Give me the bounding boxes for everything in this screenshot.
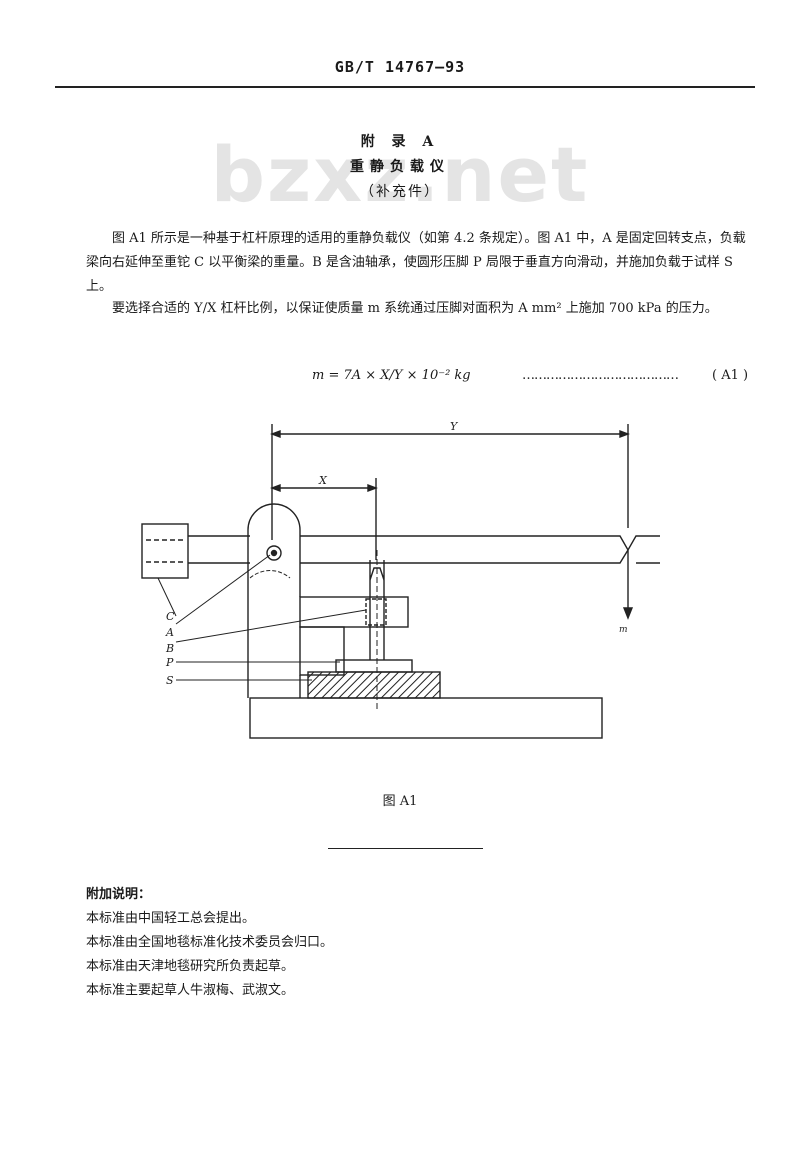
appendix-label: 附 录 A — [360, 134, 440, 150]
dimension-y-label: Y — [450, 420, 459, 433]
label-a: A — [165, 626, 174, 639]
appendix-title: 重静负载仪 — [350, 159, 450, 175]
label-b: B — [165, 642, 174, 655]
appendix-title-block: 附 录 A 重静负载仪 （补充件） — [0, 130, 800, 205]
label-c: C — [166, 610, 175, 623]
notes-line-1: 本标准由中国轻工总会提出。 — [86, 911, 256, 926]
body-paragraph-2: 要选择合适的 Y/X 杠杆比例，以保证使质量 m 系统通过压脚对面积为 A mm… — [86, 297, 754, 321]
notes-line-4: 本标准主要起草人牛淑梅、武淑文。 — [86, 983, 295, 998]
separator-rule — [328, 848, 483, 849]
notes-line-3: 本标准由天津地毯研究所负责起草。 — [86, 959, 295, 974]
dimension-x-label: X — [318, 474, 328, 487]
notes-line-2: 本标准由全国地毯标准化技术委员会归口。 — [86, 935, 334, 950]
figure-a1-diagram: Y X C A B P S m — [141, 420, 660, 739]
label-m: m — [619, 625, 628, 635]
figure-caption: 图 A1 — [382, 794, 418, 809]
appendix-note: （补充件） — [360, 184, 440, 200]
body-paragraph-1: 图 A1 所示是一种基于杠杆原理的适用的重静负载仪（如第 4.2 条规定）。图 … — [86, 227, 754, 299]
notes-title: 附加说明： — [86, 887, 152, 902]
watermark: bzxz.net — [210, 130, 590, 219]
additional-notes: 附加说明： 本标准由中国轻工总会提出。 本标准由全国地毯标准化技术委员会归口。 … — [86, 883, 333, 1003]
formula-number: ( A1 ) — [712, 368, 749, 383]
formula-expression: m = 7A × X/Y × 10⁻² kg — [312, 368, 471, 383]
paragraph-1-text: 图 A1 所示是一种基于杠杆原理的适用的重静负载仪（如第 4.2 条规定）。图 … — [86, 231, 746, 294]
formula-leader-dots: ………………………………… — [522, 368, 679, 383]
header-rule — [55, 86, 755, 88]
label-s: S — [166, 674, 174, 687]
paragraph-2-text: 要选择合适的 Y/X 杠杆比例，以保证使质量 m 系统通过压脚对面积为 A mm… — [112, 301, 718, 316]
standard-code-header: GB/T 14767—93 — [334, 58, 466, 76]
label-p: P — [165, 656, 174, 669]
